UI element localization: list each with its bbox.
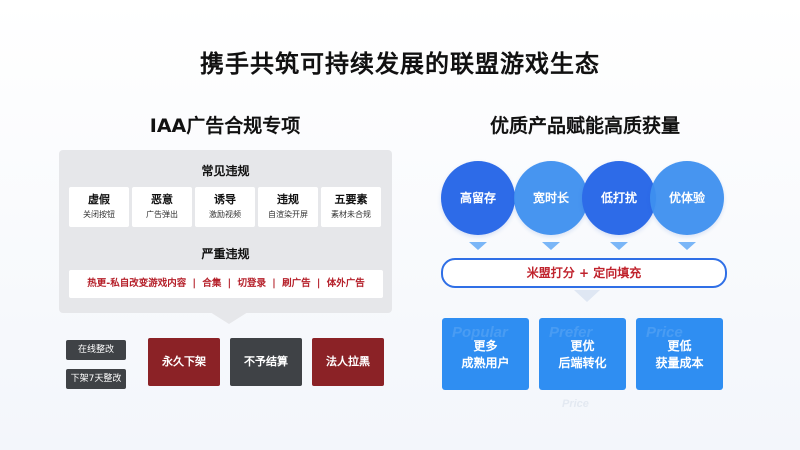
violation-card-sub: 关闭按钮 (83, 210, 115, 219)
outcome-line1: 更优 (570, 339, 595, 353)
outcome-box: Popular 更多 成熟用户 (442, 318, 529, 390)
penalty-blacklist: 法人拉黑 (312, 338, 384, 386)
penalty-no-settlement: 不予结算 (230, 338, 302, 386)
separator: | (272, 278, 276, 289)
severe-item: 切登录 (237, 278, 266, 289)
severe-item: 体外广告 (326, 278, 365, 289)
down-triangle-icon (542, 242, 560, 250)
violation-card-main: 恶意 (151, 193, 173, 206)
down-triangle-icon (678, 242, 696, 250)
panel-pointer-arrow (210, 312, 248, 324)
common-violations-title: 常见违规 (201, 164, 250, 178)
separator: | (316, 278, 321, 289)
violation-card: 诱导 激励视频 (195, 187, 255, 227)
violation-card: 五要素 素材未合规 (321, 187, 381, 227)
severe-violations-title: 严重违规 (201, 247, 250, 261)
left-section-title: IAA广告合规专项 (149, 115, 301, 137)
violation-card-sub: 广告弹出 (146, 210, 178, 219)
strategy-bar: 米盟打分 + 定向填充 (441, 258, 727, 288)
outcome-line1: 更多 (473, 339, 498, 353)
violation-card-main: 虚假 (88, 193, 110, 206)
outcome-line2: 后端转化 (558, 356, 607, 370)
severe-item: 刷广告 (282, 278, 311, 289)
quality-circle: 优体验 (650, 161, 724, 235)
separator: | (192, 278, 197, 289)
violation-card-sub: 激励视频 (209, 210, 241, 219)
quality-circle: 高留存 (441, 161, 515, 235)
down-triangle-icon (610, 242, 628, 250)
outcome-line1: 更低 (667, 339, 692, 353)
separator: | (227, 278, 232, 289)
watermark-text: Prefer (549, 324, 593, 341)
watermark-text: Popular (452, 324, 508, 341)
violation-card: 违规 自渲染开屏 (258, 187, 318, 227)
violation-card-main: 违规 (277, 193, 299, 206)
down-triangle-icon (469, 242, 487, 250)
severe-item: 热更-私自改变游戏内容 (87, 278, 187, 289)
violation-card-sub: 自渲染开屏 (268, 210, 308, 219)
outcome-line2: 成熟用户 (461, 356, 510, 370)
quality-circle: 宽时长 (514, 161, 588, 235)
severe-item: 合集 (202, 278, 222, 289)
page-title: 携手共筑可持续发展的联盟游戏生态 (200, 50, 600, 78)
violation-card-main: 诱导 (214, 193, 236, 206)
watermark-text: Price (646, 324, 683, 341)
penalty-rectify-online: 在线整改 (66, 340, 126, 360)
penalty-delist-7days: 下架7天整改 (66, 369, 126, 389)
penalty-permanent-delist: 永久下架 (148, 338, 220, 386)
violation-card: 恶意 广告弹出 (132, 187, 192, 227)
outcome-line2: 获量成本 (655, 356, 704, 370)
outcome-box: Price 更低 获量成本 (636, 318, 723, 390)
violation-card-sub: 素材未合规 (331, 210, 371, 219)
right-section-title: 优质产品赋能高质获量 (489, 115, 680, 137)
down-arrow-icon (574, 290, 600, 302)
bottom-watermark: Price (562, 398, 589, 410)
violation-card: 虚假 关闭按钮 (69, 187, 129, 227)
quality-circle: 低打扰 (582, 161, 656, 235)
outcome-box: Prefer 更优 后端转化 (539, 318, 626, 390)
violation-card-main: 五要素 (334, 193, 368, 206)
severe-violations-list: 热更-私自改变游戏内容 | 合集 | 切登录 | 刷广告 | 体外广告 (69, 270, 383, 298)
